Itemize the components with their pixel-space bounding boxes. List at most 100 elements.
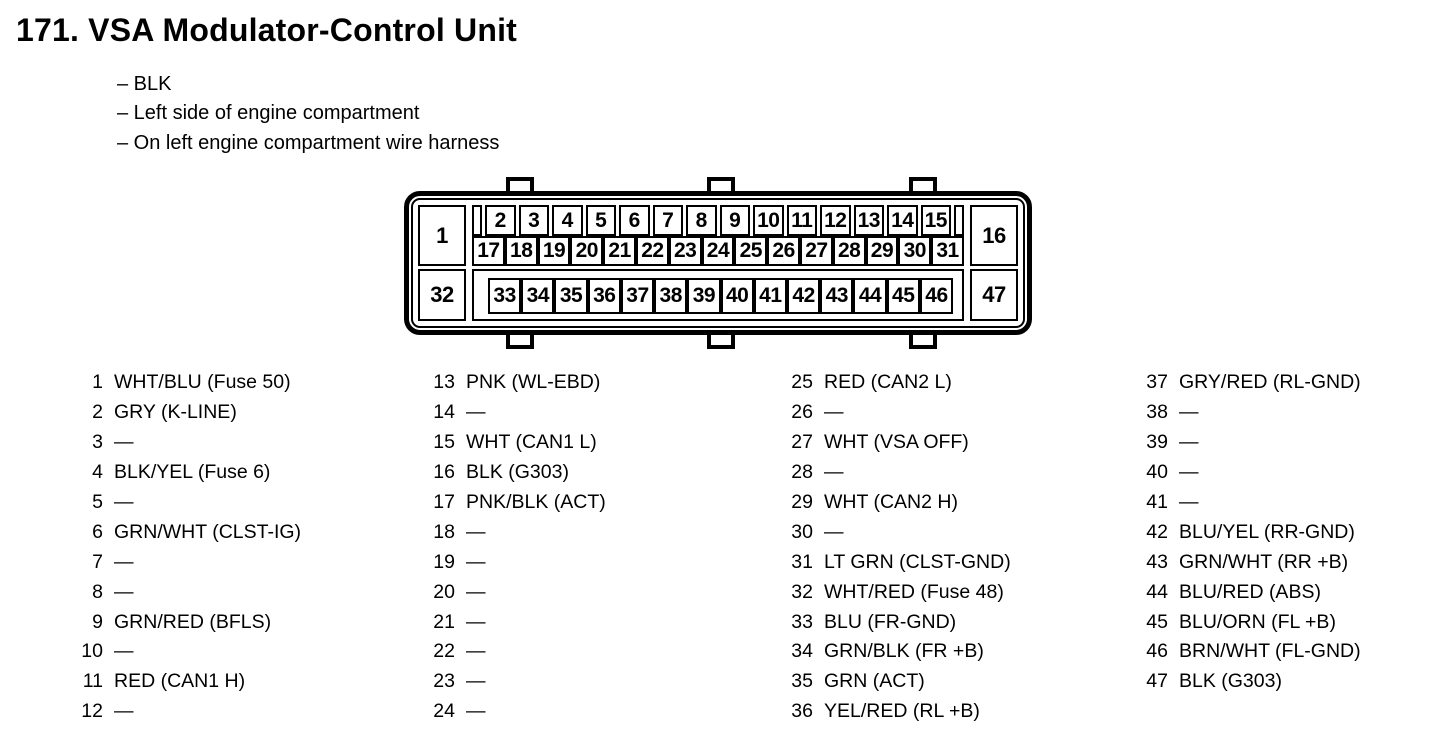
- connector-pin-20: 20: [570, 236, 604, 267]
- connector-pin-6: 6: [619, 205, 650, 237]
- pin-row: 40 —: [1142, 458, 1361, 488]
- connector-pin-25: 25: [734, 236, 768, 267]
- connector-pin-2: 2: [485, 205, 516, 237]
- pin-row: 18—: [429, 517, 606, 547]
- pin-row: 10—: [77, 637, 301, 667]
- connector-pin-33: 33: [488, 277, 522, 314]
- pin-row: 14—: [429, 398, 606, 428]
- connector-pin-37: 37: [620, 277, 655, 314]
- pin-description: RED (CAN1 H): [114, 670, 246, 693]
- pin-description: GRN (ACT): [824, 670, 925, 693]
- pin-number: 8: [92, 580, 103, 603]
- pin-description: —: [1179, 431, 1199, 454]
- pin-description: —: [466, 520, 486, 543]
- pin-description: —: [466, 550, 486, 573]
- pin-description: —: [466, 700, 486, 723]
- pin-number: 26: [791, 401, 813, 424]
- pin-number: 40: [1146, 461, 1168, 484]
- pin-description: —: [114, 580, 134, 603]
- pin-number: 32: [791, 580, 813, 603]
- pin-number: 38: [1146, 401, 1168, 424]
- connector-pin-17: 17: [472, 236, 505, 267]
- pin-number: 22: [433, 640, 455, 663]
- connector-pin-14: 14: [887, 205, 918, 237]
- pin-number: 43: [1146, 550, 1168, 573]
- pin-number: 2: [92, 401, 103, 424]
- pin-row: 19—: [429, 547, 606, 577]
- pin-number: 30: [791, 520, 813, 543]
- connector-pin-39: 39: [687, 277, 721, 314]
- pin-row: 22—: [429, 637, 606, 667]
- connector-pin-35: 35: [554, 277, 588, 314]
- pin-description: —: [1179, 491, 1199, 513]
- pin-number: 10: [81, 640, 103, 663]
- connector-pin-13: 13: [853, 205, 884, 237]
- pin-description: —: [114, 550, 134, 573]
- pin-row: 21—: [429, 607, 606, 637]
- pin-number: 17: [433, 491, 455, 513]
- pin-number: 9: [92, 610, 103, 633]
- pin-number: 39: [1146, 431, 1168, 454]
- connector-pin-43: 43: [820, 277, 854, 314]
- connector-pin-11: 11: [786, 205, 817, 237]
- connector-pin-36: 36: [587, 277, 621, 314]
- pin-description: BLK/YEL (Fuse 6): [114, 461, 271, 484]
- connector-pin-22: 22: [635, 236, 669, 267]
- connector-pin-47: 47: [970, 269, 1018, 321]
- pin-description: —: [824, 520, 844, 543]
- pin-description: —: [114, 431, 134, 454]
- connector-pin-21: 21: [603, 236, 636, 267]
- pin-number: 33: [791, 610, 813, 633]
- pin-number: 5: [92, 491, 103, 513]
- note-line: – Left side of engine compartment: [117, 102, 420, 125]
- pin-description: —: [466, 401, 486, 424]
- connector-pin-7: 7: [652, 205, 683, 237]
- connector-pin-18: 18: [504, 236, 538, 267]
- pin-number: 41: [1146, 491, 1168, 513]
- connector-blank-slot: [472, 205, 482, 237]
- connector-pin-3: 3: [518, 205, 549, 237]
- pin-description: WHT/RED (Fuse 48): [824, 580, 1004, 603]
- pin-description: GRY/RED (RL-GND): [1179, 371, 1361, 394]
- connector-pin-8: 8: [686, 205, 717, 237]
- pin-description: BLK (G303): [1179, 670, 1282, 693]
- pin-row: 28—: [787, 458, 1011, 488]
- connector-pin-31: 31: [931, 236, 964, 267]
- pin-description: —: [466, 670, 486, 693]
- pin-number: 45: [1146, 610, 1168, 633]
- pin-number: 35: [791, 670, 813, 693]
- connector-pin-19: 19: [537, 236, 571, 267]
- pin-description: —: [824, 401, 844, 424]
- pin-row: 32 WHT/RED (Fuse 48): [787, 577, 1011, 607]
- connector-pin-1: 1: [418, 205, 466, 267]
- connector-pin-29: 29: [865, 236, 899, 267]
- pin-description: —: [1179, 461, 1199, 484]
- pin-number: 24: [433, 700, 455, 723]
- pin-description: —: [466, 610, 486, 633]
- connector-pin-40: 40: [720, 277, 754, 314]
